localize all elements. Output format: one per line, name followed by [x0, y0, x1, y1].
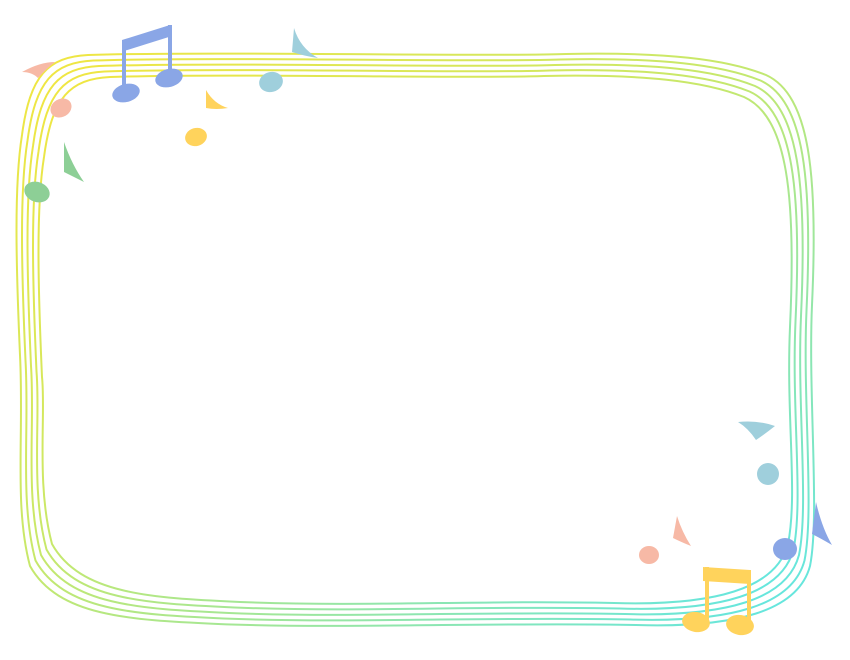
beamed-eighth-notes-icon: [682, 567, 754, 636]
staff-lines: [15, 52, 816, 627]
eighth-note-icon: [738, 421, 779, 485]
staff-line: [26, 63, 805, 616]
eighth-note-icon: [22, 62, 72, 118]
eighth-note-icon: [24, 142, 84, 203]
eighth-note-icon: [259, 28, 318, 93]
staff-line: [21, 58, 810, 622]
eighth-note-icon: [185, 90, 228, 147]
staff-line: [32, 69, 799, 611]
eighth-note-icon: [773, 502, 832, 560]
beamed-eighth-notes-icon: [112, 25, 183, 103]
staff-line: [15, 52, 816, 627]
eighth-note-icon: [639, 516, 691, 564]
staff-line: [37, 74, 794, 605]
